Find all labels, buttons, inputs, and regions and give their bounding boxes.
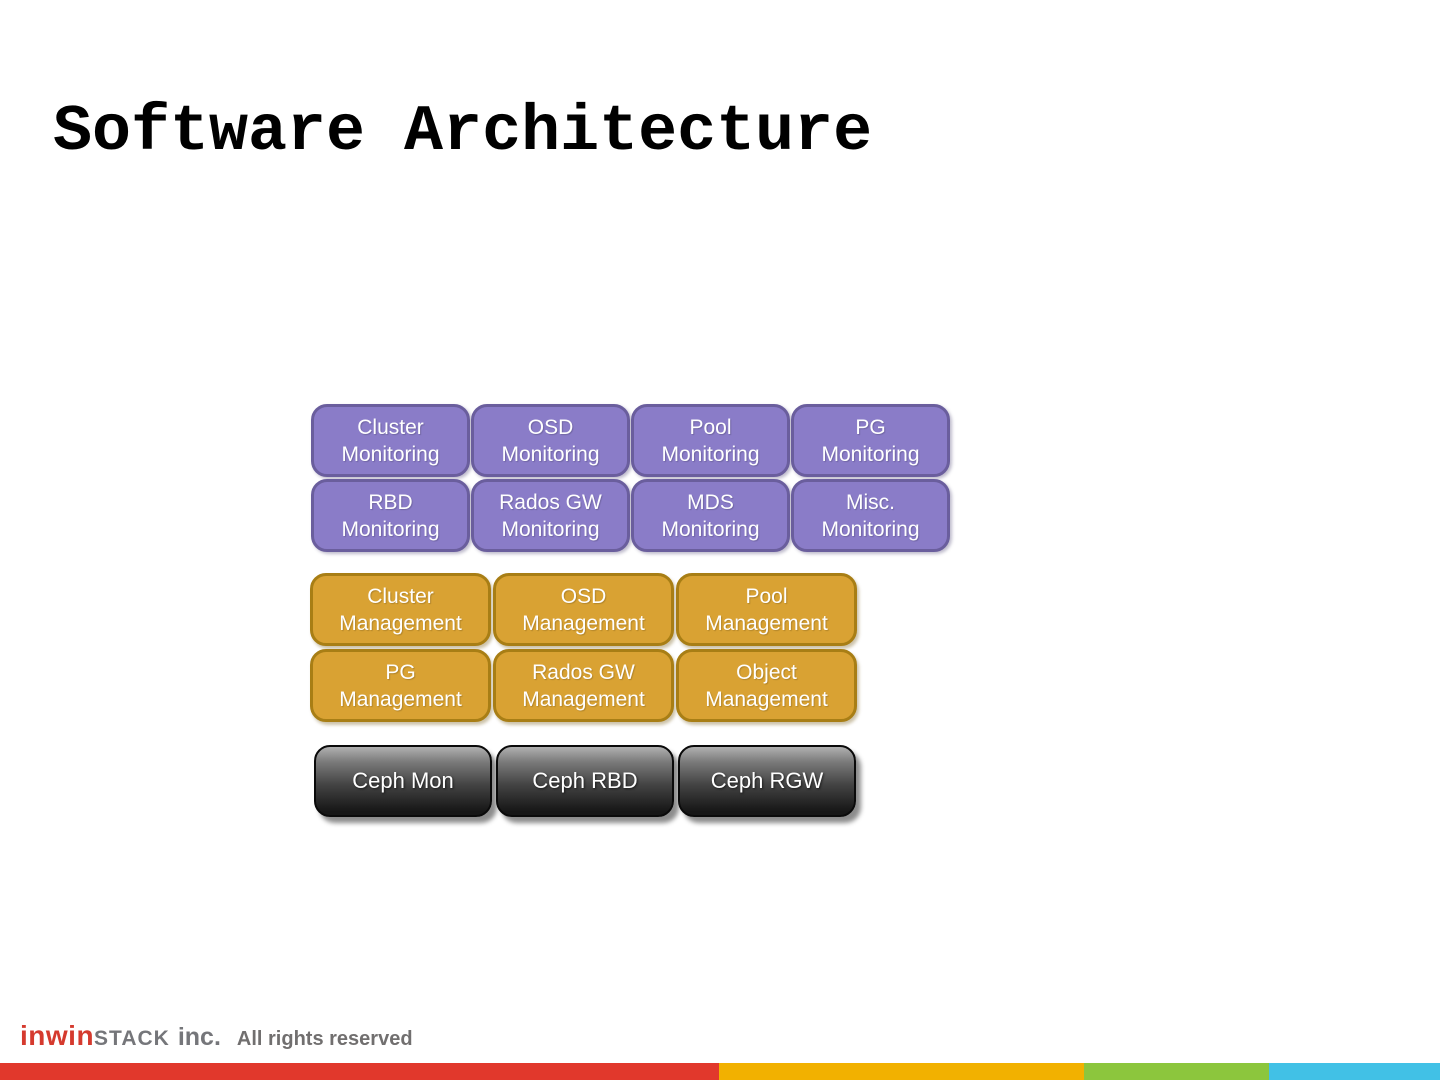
stack-logo-text: STACK	[94, 1027, 170, 1050]
ceph-row: Ceph Mon Ceph RBD Ceph RGW	[314, 745, 856, 817]
box-ceph-rgw: Ceph RGW	[678, 745, 856, 817]
footer-logo: inwin STACK inc. All rights reserved	[20, 1020, 413, 1052]
box-pg-management: PG Management	[310, 649, 491, 722]
box-ceph-mon: Ceph Mon	[314, 745, 492, 817]
box-pool-monitoring: Pool Monitoring	[631, 404, 790, 477]
box-pool-management: Pool Management	[676, 573, 857, 646]
bar-segment-amber	[719, 1063, 1084, 1080]
management-row-1: Cluster Management OSD Management Pool M…	[310, 573, 857, 646]
box-rbd-monitoring: RBD Monitoring	[311, 479, 470, 552]
management-row-2: PG Management Rados GW Management Object…	[310, 649, 857, 722]
box-radosgw-management: Rados GW Management	[493, 649, 674, 722]
box-cluster-management: Cluster Management	[310, 573, 491, 646]
monitoring-row-1: Cluster Monitoring OSD Monitoring Pool M…	[311, 404, 950, 477]
box-osd-monitoring: OSD Monitoring	[471, 404, 630, 477]
box-pg-monitoring: PG Monitoring	[791, 404, 950, 477]
page-title: Software Architecture	[53, 95, 873, 169]
box-misc-monitoring: Misc. Monitoring	[791, 479, 950, 552]
box-mds-monitoring: MDS Monitoring	[631, 479, 790, 552]
logo-inc-text: inc.	[177, 1023, 221, 1051]
monitoring-row-2: RBD Monitoring Rados GW Monitoring MDS M…	[311, 479, 950, 552]
bar-segment-red	[0, 1063, 719, 1080]
bar-segment-green	[1084, 1063, 1269, 1080]
box-osd-management: OSD Management	[493, 573, 674, 646]
inwin-logo-text: inwin	[20, 1020, 95, 1051]
box-object-management: Object Management	[676, 649, 857, 722]
rights-reserved-text: All rights reserved	[236, 1028, 413, 1050]
box-ceph-rbd: Ceph RBD	[496, 745, 674, 817]
bottom-accent-bar	[0, 1063, 1440, 1080]
bar-segment-blue	[1269, 1063, 1440, 1080]
box-radosgw-monitoring: Rados GW Monitoring	[471, 479, 630, 552]
box-cluster-monitoring: Cluster Monitoring	[311, 404, 470, 477]
